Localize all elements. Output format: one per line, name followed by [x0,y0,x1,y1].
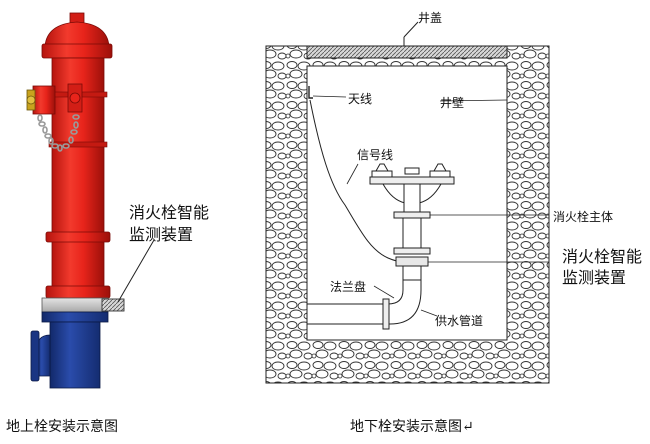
label-supply-pipe: 供水管道 [435,314,484,328]
left-device-label-line1: 消火栓智能 [129,203,210,222]
hydrant-outlet [26,83,83,115]
left-device-label-line2: 监测装置 [129,225,194,244]
left-caption: 地上栓安装示意图 [6,419,118,435]
above-ground-hydrant [26,12,155,389]
chain-icon [37,114,80,152]
label-device-line1: 消火栓智能 [562,247,643,266]
well-cover [306,45,508,59]
right-caption: 地下栓安装示意图↵ [350,419,474,435]
antenna-icon [308,86,313,99]
hydrant-cap [44,21,110,47]
label-well-cover: 井盖 [418,11,443,25]
label-flange: 法兰盘 [330,280,367,294]
label-hydrant-body: 消火栓主体 [553,210,614,224]
label-well-wall: 井壁 [440,96,465,110]
hydrant-body-underground [369,163,455,325]
supply-pipe [306,298,390,330]
label-signal-line: 信号线 [357,148,394,162]
label-device-line2: 监测装置 [562,268,627,287]
monitoring-device-collar [41,297,109,313]
device-pointer-line [117,239,155,303]
underground-hydrant [265,21,550,384]
hydrant-base [30,311,109,389]
label-antenna: 天线 [348,92,373,106]
